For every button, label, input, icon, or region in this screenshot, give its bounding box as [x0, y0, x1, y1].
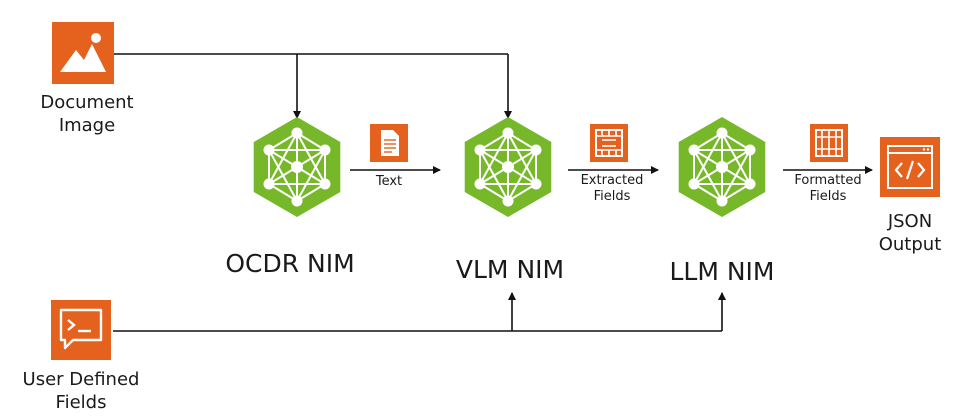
ocdr-nim-label: OCDR NIM — [225, 249, 355, 278]
image-icon — [52, 22, 114, 84]
json-output-label-line2: Output — [878, 233, 942, 255]
user-defined-fields-label: User Defined Fields — [6, 369, 156, 414]
extracted-fields-label-line1: Extracted — [580, 173, 644, 188]
formatted-fields-label: Formatted Fields — [780, 173, 876, 206]
terminal-icon — [51, 300, 111, 360]
document-image-label-line2: Image — [58, 114, 116, 136]
llm-neural-network-icon — [677, 116, 767, 218]
llm-nim-label: LLM NIM — [669, 257, 775, 286]
table-icon — [590, 124, 628, 162]
formatted-fields-label-line1: Formatted — [794, 173, 862, 188]
json-output-label-line1: JSON — [887, 211, 933, 232]
user-defined-fields-label-line1: User Defined — [22, 369, 140, 390]
document-icon — [370, 124, 408, 162]
document-image-label: Document Image — [24, 92, 150, 137]
ocdr-neural-network-icon — [252, 116, 342, 218]
formatted-fields-label-line2: Fields — [809, 189, 847, 205]
json-output-label: JSON Output — [866, 211, 954, 256]
vlm-nim-label: VLM NIM — [455, 255, 565, 284]
vlm-neural-network-icon — [463, 116, 553, 218]
text-edge-label: Text — [375, 174, 403, 189]
extracted-fields-label-line2: Fields — [593, 189, 631, 205]
document-image-label-line1: Document — [40, 92, 134, 113]
extracted-fields-label: Extracted Fields — [566, 173, 658, 206]
grid-icon — [810, 124, 848, 162]
user-defined-fields-label-line2: Fields — [55, 391, 107, 413]
code-window-icon — [880, 137, 940, 197]
